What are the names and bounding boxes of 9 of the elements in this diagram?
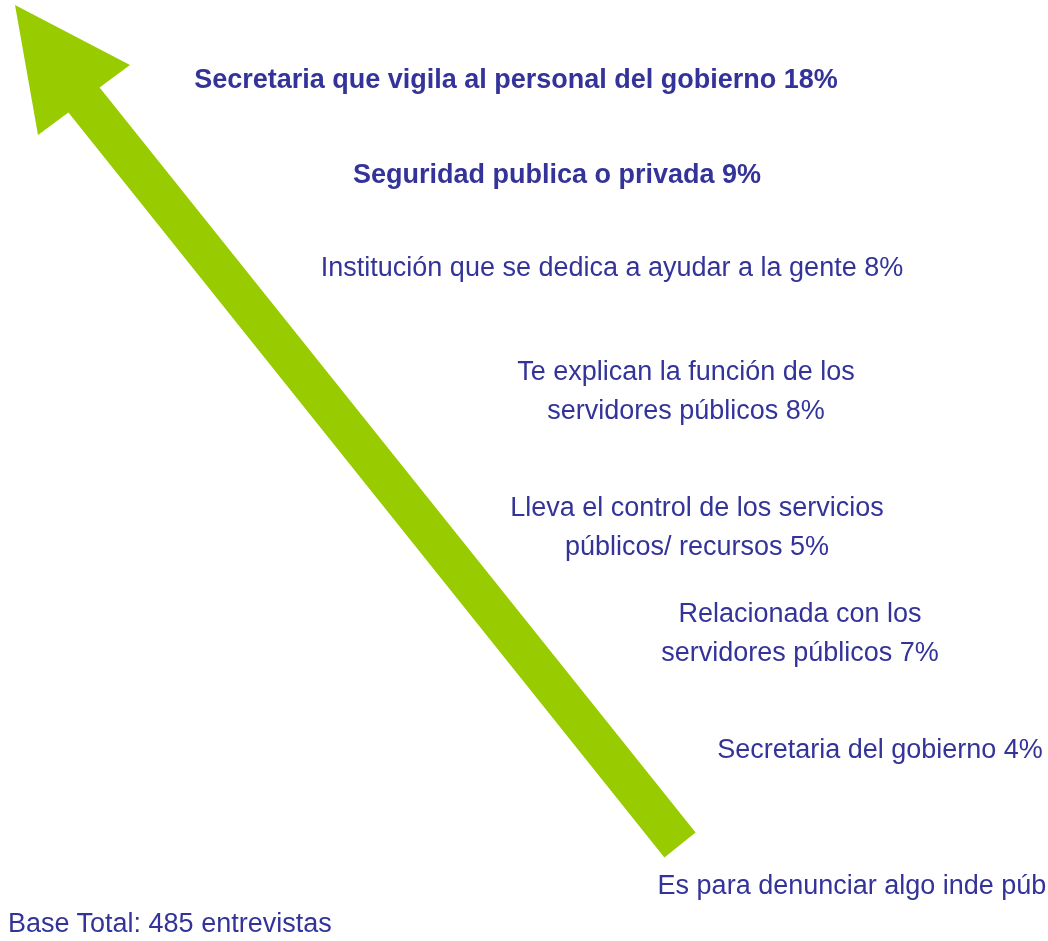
answer-text: Relacionada con los servidores públicos 7% [660, 597, 940, 669]
footnote: Base Total: 485 entrevistas [8, 907, 333, 940]
answer-text: Lleva el control de los servicios públicos/ recursos 5% [509, 491, 885, 563]
answer-text: Te explican la función de los servidores públicos 8% [516, 355, 856, 427]
answer-text: Seguridad publica o privada 9% [351, 158, 763, 191]
answer-text: Institución que se dedica a ayudar a la gente 8% [319, 251, 905, 284]
answer-text: Secretaria del gobierno 4% [716, 733, 1044, 766]
answer-text: Secretaria que vigila al personal del gobierno 18% [193, 63, 839, 96]
answer-text: Es para denunciar algo inde púb [656, 869, 1048, 902]
